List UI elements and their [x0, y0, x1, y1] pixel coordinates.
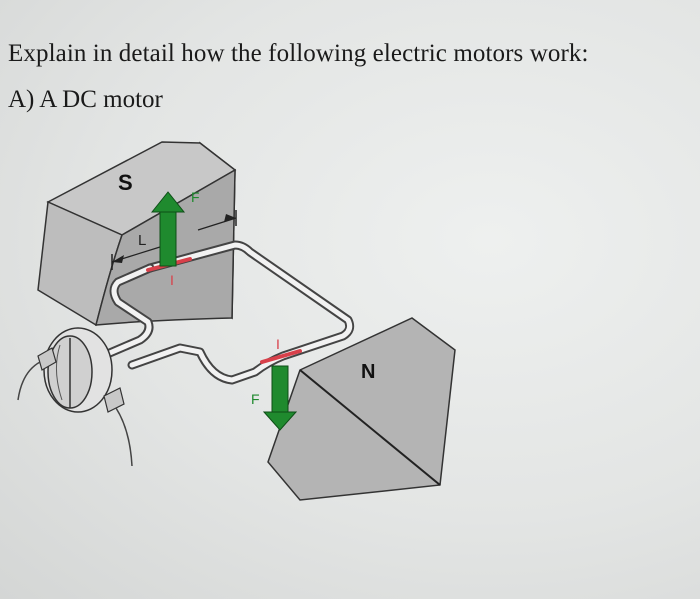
length-label: L	[138, 232, 146, 249]
length-dimension	[111, 210, 237, 270]
current-label-top: I	[170, 272, 174, 288]
force-arrow-down	[262, 365, 298, 431]
north-pole-label: N	[361, 361, 375, 383]
commutator	[43, 327, 113, 413]
question-part-a: A) A DC motor	[8, 86, 163, 113]
south-pole-label: S	[118, 170, 133, 195]
force-label-top: F	[191, 189, 200, 205]
south-magnet	[37, 141, 237, 327]
current-label-bottom: I	[276, 336, 280, 352]
brush-left	[17, 347, 57, 401]
force-arrow-up	[150, 191, 186, 267]
question-title: Explain in detail how the following elec…	[8, 40, 589, 67]
force-label-bottom: F	[251, 391, 260, 407]
north-magnet	[267, 317, 456, 501]
brush-right	[103, 387, 133, 467]
current-marker-bottom	[260, 349, 302, 364]
